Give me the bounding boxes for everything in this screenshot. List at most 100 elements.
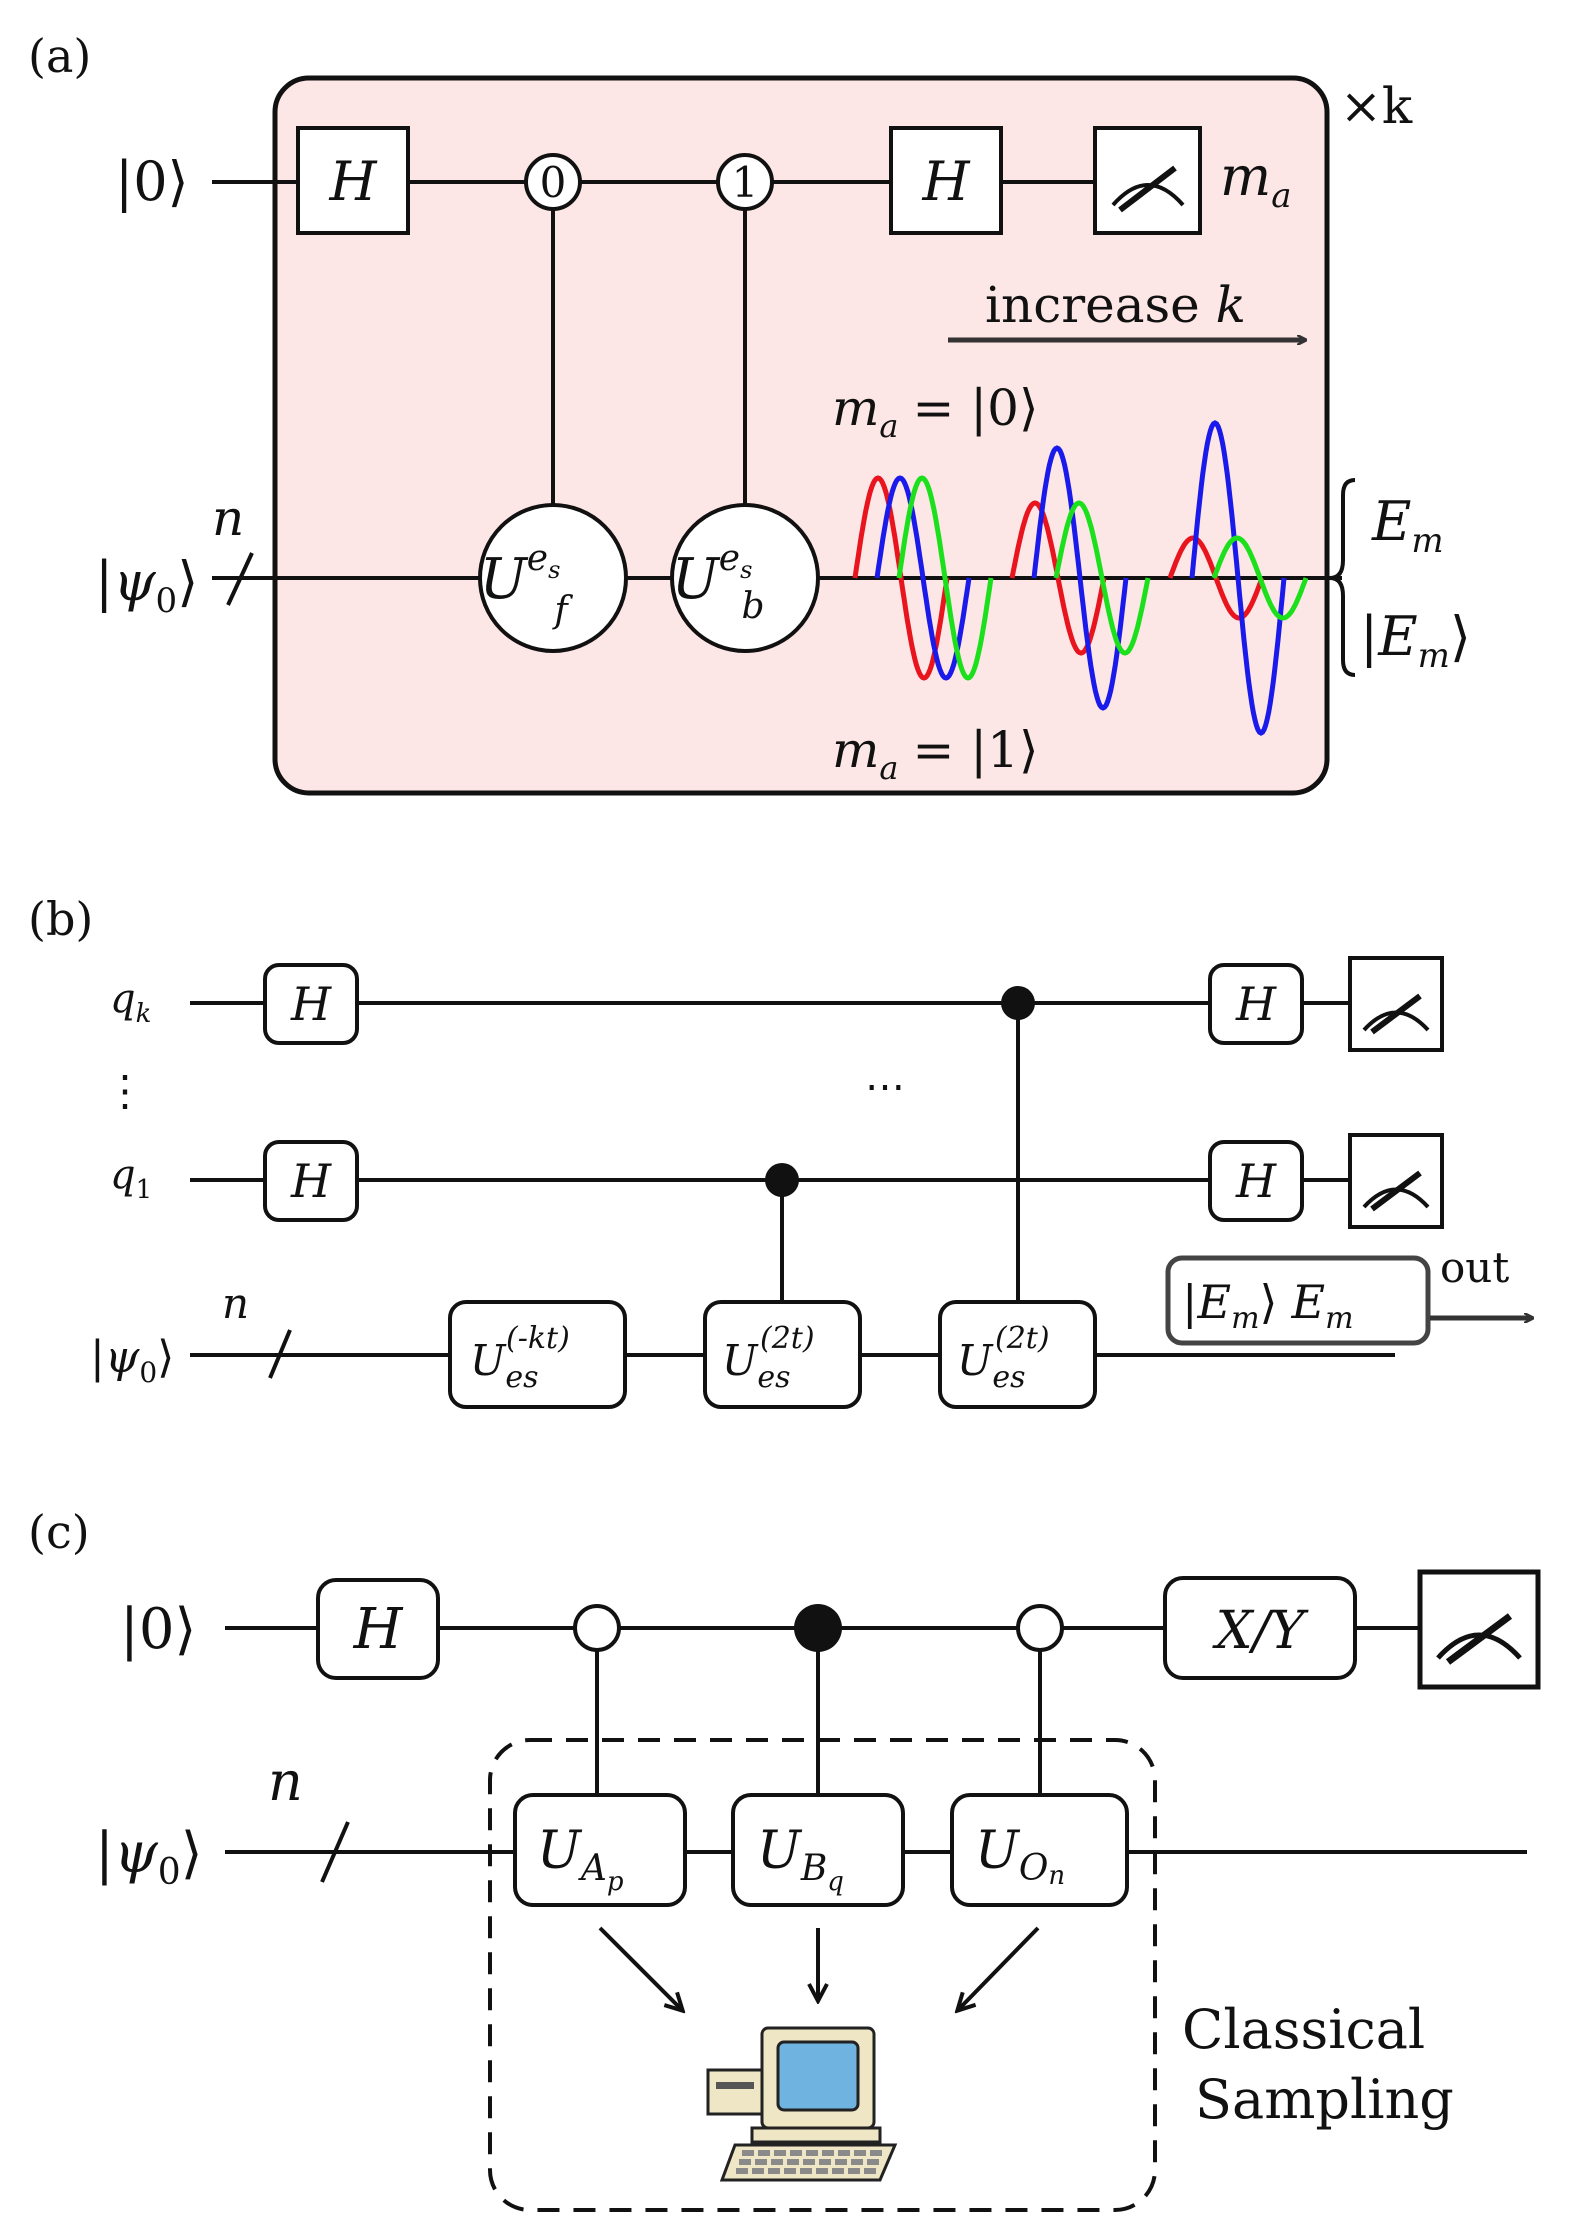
key [755, 2159, 767, 2165]
hadamard-q1-out-label: H [1235, 1154, 1277, 1208]
wave-3-3 [1211, 535, 1309, 621]
arrow-o-to-computer [958, 1926, 1040, 2010]
key [790, 2150, 802, 2156]
evolution-gate-2t-a-label: Ues [722, 1336, 791, 1395]
unitary-b-label: UBq [757, 1821, 844, 1897]
hadamard-gate-c [316, 1578, 440, 1680]
hadamard-qk-in [263, 963, 359, 1045]
register-size-label-b: n [222, 1279, 249, 1328]
key [774, 2150, 786, 2156]
open-control-o [1016, 1604, 1064, 1652]
output-box [1165, 1255, 1431, 1346]
wave-1-3 [896, 475, 994, 681]
key [736, 2168, 748, 2174]
panel-c: (c) |0⟩ n |ψ0⟩ H X/Y UAp UBq UOn [28, 1505, 1541, 2212]
panel-a: (a) ×k |0⟩ n |ψ0⟩ H H ma 0 1 Ues f Ues [28, 29, 1471, 796]
hadamard-qk-out [1208, 963, 1304, 1045]
system-state-label-c: |ψ0⟩ [95, 1821, 203, 1893]
evolution-gate-2t-b-label: Ues [957, 1336, 1026, 1395]
system-state-label-b: |ψ0⟩ [90, 1332, 174, 1389]
unitary-a-label: UAp [537, 1821, 624, 1897]
ma-zero-label: ma= |0⟩ [832, 379, 1038, 445]
hadamard-qk-out-label: H [1235, 977, 1277, 1031]
hadamard-gate-2-label: H [921, 150, 970, 213]
panel-b: (b) qk ⋮ ⋯ q1 n |ψ0⟩ H H H H U [28, 892, 1532, 1409]
evolution-gate-2t-b-sup: (2t) [995, 1321, 1050, 1356]
wave-2-2 [1031, 445, 1129, 711]
vertical-dots: ⋮ [104, 1066, 146, 1115]
key [832, 2168, 844, 2174]
control-zero-label: 0 [540, 158, 567, 207]
key [752, 2168, 764, 2174]
key [822, 2150, 834, 2156]
key [870, 2150, 882, 2156]
register-size-label: n [212, 489, 244, 547]
evolution-gate-kt-label: Ues [470, 1336, 539, 1395]
measurement-label: ma [1220, 145, 1292, 216]
panel-b-label: (b) [28, 892, 93, 946]
wave-3-2 [1189, 420, 1287, 736]
evolution-gate-kt-sup: (-kt) [506, 1321, 570, 1356]
register-slash-b [268, 1329, 292, 1379]
key [851, 2159, 863, 2165]
forward-evolution-gate [478, 503, 628, 653]
ancilla-state-label-c: |0⟩ [120, 1597, 196, 1662]
evolution-gate-2t-a [703, 1300, 862, 1409]
repeat-label: ×k [1340, 77, 1413, 135]
ancilla-state-label: |0⟩ [115, 150, 189, 213]
register-size-label-c: n [268, 1750, 303, 1813]
key [787, 2159, 799, 2165]
open-control-a [573, 1604, 621, 1652]
arrow-a-to-computer [598, 1926, 682, 2010]
hadamard-qk-in-label: H [290, 977, 332, 1031]
unitary-o-gate [950, 1793, 1129, 1907]
control-dot-qk [1001, 986, 1035, 1020]
meter-c-needle-icon [1445, 1613, 1513, 1665]
key [758, 2150, 770, 2156]
key [848, 2168, 860, 2174]
measurement-qk [1348, 956, 1444, 1052]
backward-evolution-gate [670, 503, 820, 653]
backward-evolution-label: Ues [672, 538, 753, 612]
measurement-c [1417, 1569, 1541, 1690]
key [816, 2168, 828, 2174]
key [803, 2159, 815, 2165]
panel-a-label: (a) [28, 29, 91, 83]
xy-basis-gate [1163, 1576, 1357, 1680]
control-dot-q1 [765, 1163, 799, 1197]
hadamard-q1-in [263, 1140, 359, 1222]
hadamard-gate-1-label: H [328, 150, 377, 213]
increase-k-label: increase k [985, 276, 1246, 334]
unitary-b-gate [731, 1793, 905, 1907]
key [800, 2168, 812, 2174]
classical-sampling-line1: Classical [1182, 1998, 1425, 2061]
measurement-q1 [1348, 1133, 1444, 1229]
hadamard-q1-out [1208, 1140, 1304, 1222]
control-zero-node [524, 153, 582, 211]
computer-icon [706, 2026, 898, 2182]
unitary-o-label: UOn [975, 1821, 1065, 1891]
panel-c-label: (c) [28, 1505, 90, 1559]
measurement-gate [1093, 126, 1202, 235]
control-one-node [716, 153, 774, 211]
key [854, 2150, 866, 2156]
key [784, 2168, 796, 2174]
meter-qk-needle-icon [1370, 993, 1422, 1035]
key [864, 2168, 876, 2174]
q1-label: q1 [110, 1152, 152, 1205]
horizontal-dots: ⋯ [865, 1064, 905, 1110]
key [739, 2159, 751, 2165]
backward-evolution-sub: b [741, 586, 764, 627]
unitary-a-gate [513, 1793, 687, 1907]
output-brace [1329, 478, 1356, 677]
classical-sampling-region [488, 1738, 1157, 2212]
key [806, 2150, 818, 2156]
output-eigenstate-label: |Em⟩ [1360, 605, 1471, 676]
qk-label: qk [110, 976, 151, 1029]
hadamard-gate-1 [296, 126, 410, 235]
output-energy-label: Em [1371, 490, 1444, 561]
register-slash-c [320, 1821, 350, 1883]
register-slash [226, 552, 254, 606]
hadamard-gate-c-label: H [353, 1597, 404, 1662]
